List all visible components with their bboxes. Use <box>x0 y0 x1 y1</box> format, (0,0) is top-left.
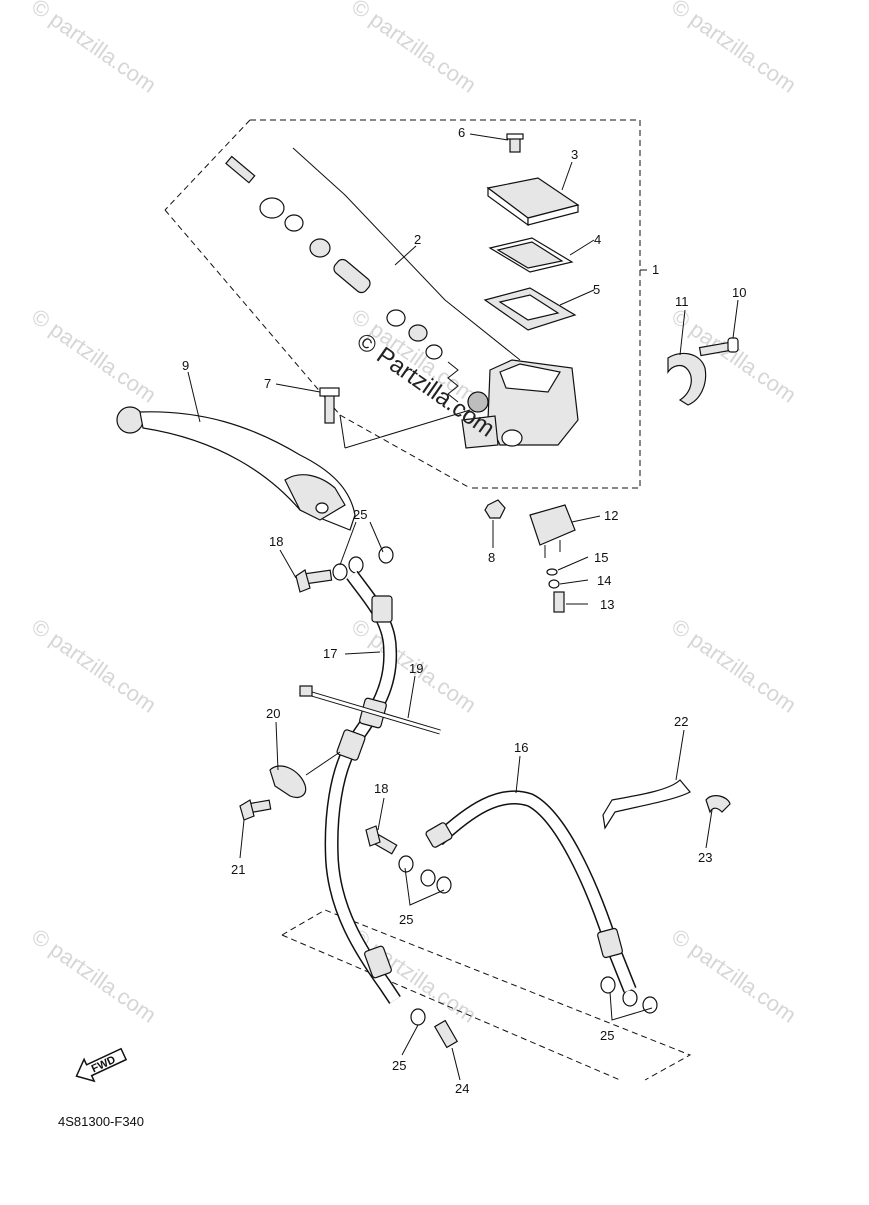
callout-22: 22 <box>674 714 688 729</box>
callout-6: 6 <box>458 125 465 140</box>
callout-17: 17 <box>323 646 337 661</box>
callout-19: 19 <box>409 661 423 676</box>
callout-5: 5 <box>593 282 600 297</box>
cap-screw <box>506 133 524 153</box>
callout-11: 11 <box>675 294 689 309</box>
callout-20: 20 <box>266 706 280 721</box>
lever-nut <box>484 499 506 519</box>
assembly-outline-master-cylinder <box>164 119 641 489</box>
piston-kit-parts <box>225 155 459 403</box>
watermark-text: © partzilla.com <box>27 0 161 98</box>
diagram-code: 4S81300-F340 <box>58 1114 144 1129</box>
watermark-text: © partzilla.com <box>667 614 801 718</box>
watermark-layer: © partzilla.com © partzilla.com © partzill… <box>27 0 801 1028</box>
callout-1: 1 <box>652 262 659 277</box>
callout-14: 14 <box>597 573 611 588</box>
callout-23: 23 <box>698 850 712 865</box>
pivot-bolt <box>319 387 340 424</box>
watermark-text: © partzilla.com <box>27 304 161 408</box>
holder-bolt <box>698 337 739 357</box>
callout-7: 7 <box>264 376 271 391</box>
callout-25-middle: 25 <box>399 912 413 927</box>
hose-clamp <box>705 795 731 814</box>
callout-15: 15 <box>594 550 608 565</box>
brake-hose-upper <box>324 570 401 1004</box>
leader-lines <box>187 133 739 1081</box>
brake-hose-lower <box>425 790 637 993</box>
reservoir-cap <box>486 177 580 227</box>
callout-8: 8 <box>488 550 495 565</box>
switch-washer <box>546 568 558 576</box>
callout-25-right: 25 <box>600 1028 614 1043</box>
callout-24: 24 <box>455 1081 469 1096</box>
hose-guide <box>269 765 307 798</box>
callout-9: 9 <box>182 358 189 373</box>
union-bolt-middle <box>365 825 398 855</box>
switch-lock-washer <box>548 579 560 589</box>
holder-bracket <box>667 352 707 406</box>
assembly-outline-piston-kit <box>292 147 521 449</box>
reservoir-diaphragm <box>483 287 577 331</box>
watermark-text: © partzilla.com <box>27 614 161 718</box>
watermark-text: © partzilla.com <box>27 924 161 1028</box>
switch-screw <box>553 591 565 613</box>
brake-lever <box>116 406 356 531</box>
master-cylinder-body <box>461 359 579 449</box>
callout-12: 12 <box>604 508 618 523</box>
watermark-text: © partzilla.com <box>667 0 801 98</box>
callout-25-upper: 25 <box>353 507 367 522</box>
callout-2: 2 <box>414 232 421 247</box>
callout-4: 4 <box>594 232 601 247</box>
watermark-text: © partzilla.com <box>667 924 801 1028</box>
union-bolt-lower <box>433 1019 459 1049</box>
callout-numbers: 6 3 2 4 1 5 10 11 9 7 25 12 18 8 15 14 1… <box>182 125 746 1096</box>
callout-25-lower: 25 <box>392 1058 406 1073</box>
hose-bracket <box>602 779 691 830</box>
assembly-outline-lower-hose <box>281 909 692 1081</box>
fwd-label: FWD <box>90 1054 118 1075</box>
brake-light-switch <box>529 504 576 558</box>
callout-16: 16 <box>514 740 528 755</box>
union-bolt-upper <box>295 569 333 593</box>
callout-13: 13 <box>600 597 614 612</box>
reservoir-plate <box>488 237 574 273</box>
watermark-text: © partzilla.com <box>347 0 481 98</box>
cable-tie <box>299 685 441 735</box>
callout-3: 3 <box>571 147 578 162</box>
guide-bolt <box>239 799 272 821</box>
callout-18-upper: 18 <box>269 534 283 549</box>
callout-21: 21 <box>231 862 245 877</box>
callout-18-lower: 18 <box>374 781 388 796</box>
fwd-arrow-icon: FWD <box>75 1047 128 1083</box>
callout-10: 10 <box>732 285 746 300</box>
